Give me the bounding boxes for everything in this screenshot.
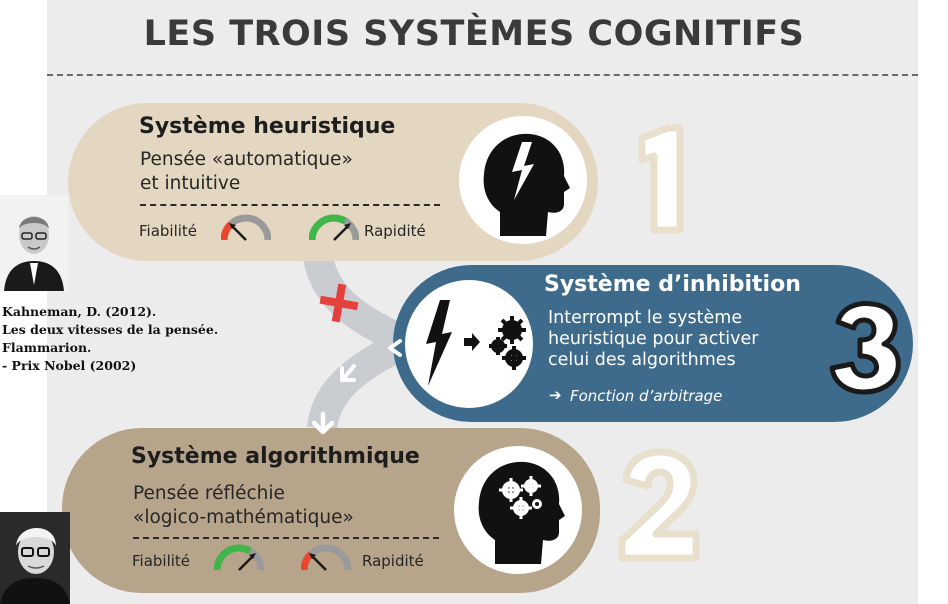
system1-rapidite-label: Rapidité (364, 222, 426, 240)
arrow-left-icon (388, 339, 402, 357)
system3-description: Interrompt le système heuristique pour a… (548, 308, 758, 371)
reference-line4: - Prix Nobel (2002) (2, 358, 137, 373)
system1-title: Système heuristique (139, 114, 396, 139)
system3-title: Système d’inhibition (544, 272, 801, 297)
system1-rapidite-gauge-icon (309, 214, 359, 241)
lightning-to-gears-icon (426, 300, 526, 386)
head-gears-icon (478, 461, 565, 564)
system1-desc-line2: et intuitive (140, 173, 241, 194)
title-divider (47, 74, 918, 76)
system2-fiabilite-label: Fiabilité (132, 552, 191, 570)
system2-rapidite-gauge-icon (301, 544, 351, 571)
system2-divider (133, 537, 439, 539)
system3-desc-line2: heuristique pour activer (548, 329, 759, 349)
system1-fiabilite-label: Fiabilité (139, 222, 198, 240)
system2-title: Système algorithmique (131, 444, 420, 469)
arrow-down-left-icon (340, 364, 356, 382)
system3-desc-line3: celui des algorithmes (548, 350, 736, 370)
system1-description: Pensée «automatique» et intuitive (140, 148, 353, 196)
system2-fiabilite-gauge-icon (214, 544, 264, 571)
arrow-right-icon: ➔ (549, 386, 562, 404)
reference-line2: Les deux vitesses de la pensée. (2, 322, 219, 337)
system1-fiabilite-gauge-icon (221, 214, 271, 241)
system2-number-graphic (618, 448, 700, 562)
system3-desc-line1: Interrompt le système (548, 308, 743, 328)
system2-rapidite-label: Rapidité (362, 552, 424, 570)
piaget-portrait (0, 512, 70, 604)
system1-desc-line1: Pensée «automatique» (140, 149, 353, 170)
system1-number-graphic (638, 124, 684, 234)
system2-desc-line1: Pensée réfléchie (133, 483, 285, 504)
head-lightning-icon (483, 133, 570, 236)
reference-citation: Kahneman, D. (2012). Les deux vitesses d… (2, 303, 218, 375)
system2-desc-line2: «logico-mathématique» (133, 507, 354, 528)
reference-line3: Flammarion. (2, 340, 92, 355)
reference-line1: Kahneman, D. (2012). (2, 304, 157, 319)
system2-description: Pensée réfléchie «logico-mathématique» (133, 482, 354, 530)
kahneman-portrait (0, 195, 68, 291)
arrow-down-icon (311, 411, 335, 435)
system3-function-label: Fonction d’arbitrage (570, 387, 723, 405)
page-title: LES TROIS SYSTÈMES COGNITIFS (143, 14, 805, 54)
system3-number-graphic (829, 301, 901, 395)
system1-divider (140, 204, 440, 206)
plus-cross-icon (319, 283, 359, 323)
